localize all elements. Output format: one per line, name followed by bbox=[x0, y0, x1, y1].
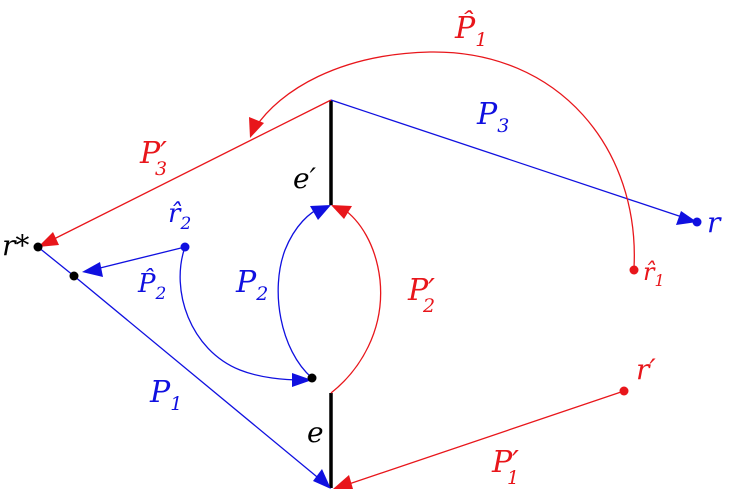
arrowhead-P-hat-2 bbox=[82, 262, 103, 277]
label-P1-prime: P′1 bbox=[491, 445, 519, 489]
label-e: e bbox=[307, 416, 324, 449]
node-e-top bbox=[307, 373, 317, 383]
path-P3-prime bbox=[47, 99, 332, 243]
node-r-prime bbox=[619, 386, 629, 396]
arrowhead-P-hat-1 bbox=[249, 117, 264, 138]
arrowhead-P3 bbox=[676, 211, 697, 225]
label-P3: P3 bbox=[476, 97, 509, 137]
path-P-hat-2-curve bbox=[179, 246, 303, 381]
path-P-hat-2-segment bbox=[91, 246, 186, 271]
label-P2-prime: P′2 bbox=[407, 273, 435, 317]
arrowhead-P1-prime bbox=[333, 475, 353, 489]
label-P1: P1 bbox=[149, 375, 182, 415]
node-r bbox=[692, 217, 702, 227]
label-e-prime: e′ bbox=[293, 162, 317, 195]
arrowhead-P1 bbox=[313, 469, 331, 489]
arrowhead-P2 bbox=[310, 205, 331, 220]
path-P-hat-1 bbox=[254, 51, 635, 269]
path-P3 bbox=[330, 99, 689, 220]
label-r-hat-1: r̂1 bbox=[643, 258, 665, 290]
label-P-hat-1: P̂1 bbox=[454, 11, 487, 51]
path-P2 bbox=[277, 206, 323, 379]
label-P2: P2 bbox=[235, 265, 268, 305]
node-r-hat-1 bbox=[629, 265, 639, 275]
path-P1-prime bbox=[342, 390, 625, 487]
node-junction bbox=[69, 271, 79, 281]
label-r-hat-2: r̂2 bbox=[168, 199, 191, 234]
path-r-star-link bbox=[37, 246, 75, 277]
path-P2-prime bbox=[330, 207, 382, 394]
node-r-hat-2 bbox=[180, 242, 190, 252]
label-r: r bbox=[707, 206, 722, 239]
label-r-star: r* bbox=[2, 229, 29, 262]
path-P1 bbox=[73, 275, 323, 482]
label-P3-prime: P′3 bbox=[139, 136, 167, 180]
label-r-prime: r′ bbox=[636, 353, 656, 386]
label-P-hat-2: P̂2 bbox=[137, 268, 166, 304]
arrowhead-P-hat-2-curve bbox=[292, 373, 312, 387]
node-r-star bbox=[33, 242, 43, 252]
arrowhead-P3-prime bbox=[38, 232, 59, 247]
arrowhead-P2-prime bbox=[331, 205, 352, 219]
